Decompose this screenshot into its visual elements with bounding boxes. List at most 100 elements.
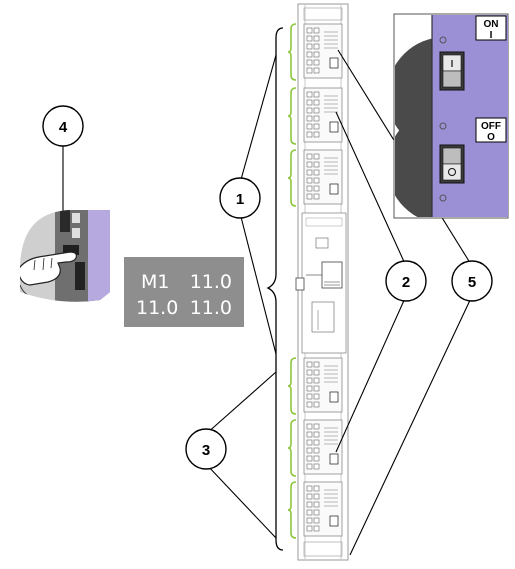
outlet-group-bracket	[287, 419, 297, 477]
outlet-receptacle	[313, 509, 320, 516]
callout-5-label: 5	[468, 274, 476, 291]
outlet-group-bracket	[287, 87, 297, 145]
outlet-receptacle	[306, 447, 313, 454]
outlet-receptacle	[306, 369, 313, 376]
outlet-receptacle	[313, 369, 320, 376]
callout-4: 4	[42, 105, 84, 147]
upper-bank-bracket	[266, 27, 284, 551]
outlet-receptacle	[306, 525, 313, 532]
outlet-receptacle	[306, 423, 313, 430]
outlet-receptacle	[306, 123, 313, 130]
display-line2-value-a: 11.0	[136, 297, 178, 319]
outlet-receptacle	[306, 27, 313, 34]
outlet-receptacle	[306, 153, 313, 160]
group-breaker-toggle	[329, 453, 339, 465]
group-breaker-toggle	[329, 391, 339, 403]
outlet-receptacle	[306, 67, 313, 74]
off-label: OFF	[481, 121, 501, 132]
lcd-display: M1 11.0 11.0 11.0	[124, 257, 244, 327]
outlet-receptacle	[306, 493, 313, 500]
outlet-receptacle	[306, 455, 313, 462]
off-symbol: O	[487, 132, 495, 143]
outlet-receptacle	[313, 115, 320, 122]
outlet-receptacle	[313, 153, 320, 160]
outlet-receptacle	[313, 361, 320, 368]
outlet-receptacle	[306, 501, 313, 508]
outlet-receptacle	[306, 517, 313, 524]
outlet-receptacle	[306, 131, 313, 138]
outlet-receptacle	[313, 35, 320, 42]
callout-5: 5	[451, 260, 493, 302]
outlet-receptacle	[306, 115, 313, 122]
outlet-receptacle	[313, 385, 320, 392]
on-label-box: ON I	[475, 15, 507, 41]
outlet-receptacle	[313, 67, 320, 74]
outlet-receptacle	[313, 439, 320, 446]
outlet-receptacle	[313, 51, 320, 58]
callout-3-label: 3	[202, 442, 210, 459]
outlet-receptacle	[313, 423, 320, 430]
outlet-receptacle	[306, 485, 313, 492]
outlet-receptacle	[306, 177, 313, 184]
outlet-receptacle	[306, 35, 313, 42]
leader-lines	[62, 49, 473, 556]
breaker-inset: ON I OFF O	[393, 13, 509, 219]
outlet-receptacle	[306, 385, 313, 392]
outlet-receptacle	[313, 431, 320, 438]
outlet-receptacle	[313, 177, 320, 184]
outlet-receptacle	[313, 131, 320, 138]
callout-4-label: 4	[59, 119, 68, 136]
display-line1-value: 11.0	[190, 271, 232, 293]
outlet-receptacle	[313, 123, 320, 130]
pdu-strip	[295, 3, 349, 561]
outlet-receptacle	[306, 377, 313, 384]
group-breaker-toggle	[329, 183, 339, 195]
callout-1-label: 1	[236, 191, 244, 208]
outlet-receptacle	[313, 377, 320, 384]
group-breaker-toggle	[329, 515, 339, 527]
group-breaker-toggle	[329, 57, 339, 69]
hand-press-inset	[19, 210, 110, 302]
on-symbol: I	[490, 30, 493, 41]
outlet-receptacle	[306, 193, 313, 200]
breaker-switch-on	[439, 51, 465, 91]
outlet-receptacle	[313, 393, 320, 400]
controller-module	[295, 212, 347, 354]
off-label-box: OFF O	[475, 117, 507, 143]
outlet-receptacle	[313, 107, 320, 114]
outlet-receptacle	[306, 439, 313, 446]
outlet-receptacle	[306, 169, 313, 176]
outlet-receptacle	[306, 161, 313, 168]
outlet-receptacle	[306, 43, 313, 50]
outlet-group-bracket	[287, 23, 297, 81]
outlet-receptacle	[313, 493, 320, 500]
outlet-receptacle	[306, 59, 313, 66]
outlet-receptacle	[313, 447, 320, 454]
outlet-receptacle	[306, 393, 313, 400]
callout-3: 3	[185, 428, 227, 470]
outlet-receptacle	[313, 169, 320, 176]
outlet-receptacle	[306, 401, 313, 408]
outlet-receptacle	[306, 463, 313, 470]
breaker-switch-off	[439, 144, 465, 184]
outlet-receptacle	[306, 99, 313, 106]
outlet-receptacle	[306, 107, 313, 114]
outlet-group-bracket	[287, 481, 297, 539]
outlet-receptacle	[313, 463, 320, 470]
outlet-receptacle	[313, 485, 320, 492]
outlet-receptacle	[313, 517, 320, 524]
outlet-receptacle	[313, 99, 320, 106]
outlet-receptacle	[306, 509, 313, 516]
callout-2-label: 2	[402, 274, 410, 291]
callout-2: 2	[385, 260, 427, 302]
outlet-receptacle	[313, 43, 320, 50]
outlet-receptacle	[306, 185, 313, 192]
outlet-receptacle	[313, 525, 320, 532]
outlet-receptacle	[313, 193, 320, 200]
outlet-receptacle	[313, 501, 320, 508]
outlet-receptacle	[313, 185, 320, 192]
outlet-receptacle	[306, 361, 313, 368]
on-label: ON	[484, 19, 499, 30]
group-breaker-toggle	[329, 121, 339, 133]
